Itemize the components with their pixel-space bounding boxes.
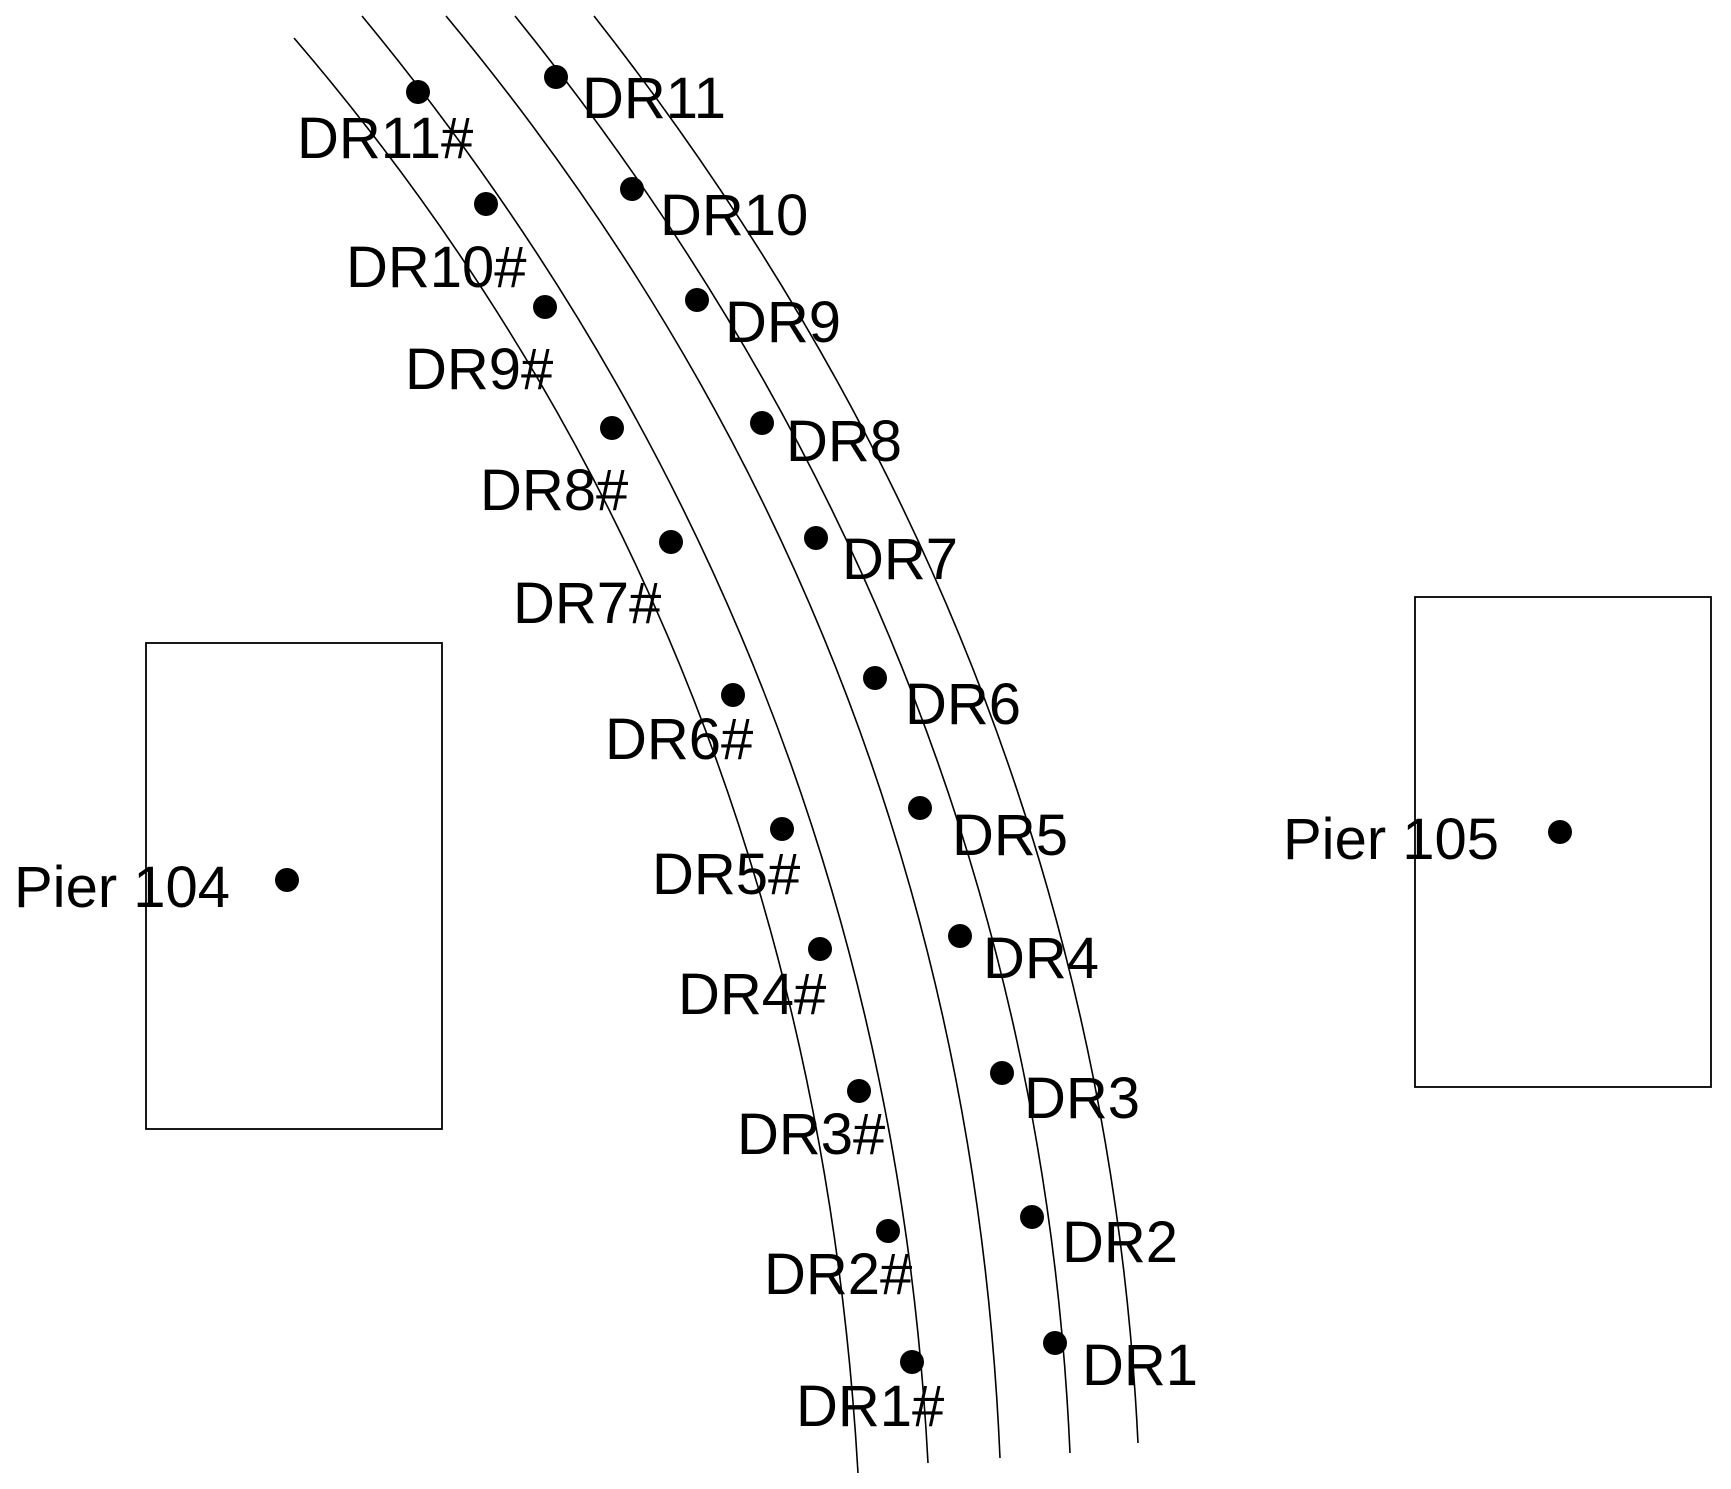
outer-point-dr3 (990, 1061, 1014, 1085)
pier-104-label: Pier 104 (14, 855, 230, 920)
inner-measurement-points: DR1# DR2# DR3# DR4# DR5# DR6# DR7# DR8# DR9# DR10… (297, 80, 944, 1439)
outer-point-dr7 (804, 526, 828, 550)
outer-label-dr11: DR11 (582, 66, 726, 131)
outer-point-dr9 (685, 288, 709, 312)
pier-105-label: Pier 105 (1283, 807, 1499, 872)
inner-point-dr6-hash (721, 683, 745, 707)
inner-point-dr7-hash (659, 530, 683, 554)
outer-label-dr5: DR5 (952, 803, 1068, 868)
inner-point-dr2-hash (876, 1219, 900, 1243)
inner-label-dr10-hash: DR10# (346, 235, 527, 300)
inner-label-dr6-hash: DR6# (605, 707, 753, 772)
outer-label-dr9: DR9 (725, 290, 841, 355)
outer-point-dr10 (620, 177, 644, 201)
arc-line-4 (514, 15, 1071, 1454)
outer-label-dr6: DR6 (905, 672, 1021, 737)
inner-label-dr11-hash: DR11# (297, 106, 473, 171)
inner-point-dr4-hash (808, 937, 832, 961)
outer-point-dr11 (544, 65, 568, 89)
arc-line-5 (593, 15, 1139, 1444)
outer-point-dr1 (1043, 1331, 1067, 1355)
inner-label-dr4-hash: DR4# (678, 962, 826, 1027)
inner-label-dr3-hash: DR3# (737, 1102, 885, 1167)
arc-line-3 (445, 15, 1001, 1459)
pier-104-center-point (275, 868, 299, 892)
outer-label-dr7: DR7 (842, 527, 958, 592)
inner-label-dr5-hash: DR5# (652, 842, 800, 907)
pier-105-center-point (1548, 820, 1572, 844)
arc-line-1 (293, 37, 859, 1474)
inner-point-dr8-hash (600, 416, 624, 440)
outer-label-dr3: DR3 (1024, 1066, 1140, 1131)
inner-label-dr1-hash: DR1# (796, 1374, 944, 1439)
outer-label-dr10: DR10 (660, 183, 808, 248)
outer-label-dr8: DR8 (786, 409, 902, 474)
outer-label-dr4: DR4 (983, 926, 1099, 991)
inner-label-dr9-hash: DR9# (405, 337, 553, 402)
inner-point-dr10-hash (474, 192, 498, 216)
inner-label-dr2-hash: DR2# (764, 1242, 912, 1307)
arc-line-2 (361, 15, 929, 1464)
pier-104: Pier 104 (14, 642, 443, 1130)
inner-point-dr5-hash (770, 817, 794, 841)
outer-label-dr2: DR2 (1062, 1210, 1178, 1275)
outer-point-dr8 (750, 411, 774, 435)
inner-point-dr1-hash (900, 1350, 924, 1374)
outer-label-dr1: DR1 (1082, 1333, 1198, 1398)
outer-measurement-points: DR1 DR2 DR3 DR4 DR5 DR6 DR7 DR8 DR9 DR10 DR11 (544, 65, 1198, 1398)
outer-point-dr5 (908, 796, 932, 820)
inner-point-dr11-hash (406, 80, 430, 104)
inner-point-dr9-hash (533, 295, 557, 319)
inner-label-dr8-hash: DR8# (480, 458, 628, 523)
pier-105: Pier 105 (1283, 596, 1712, 1088)
outer-point-dr2 (1020, 1205, 1044, 1229)
outer-point-dr6 (863, 666, 887, 690)
outer-point-dr4 (948, 924, 972, 948)
inner-label-dr7-hash: DR7# (513, 571, 661, 636)
inner-point-dr3-hash (847, 1079, 871, 1103)
